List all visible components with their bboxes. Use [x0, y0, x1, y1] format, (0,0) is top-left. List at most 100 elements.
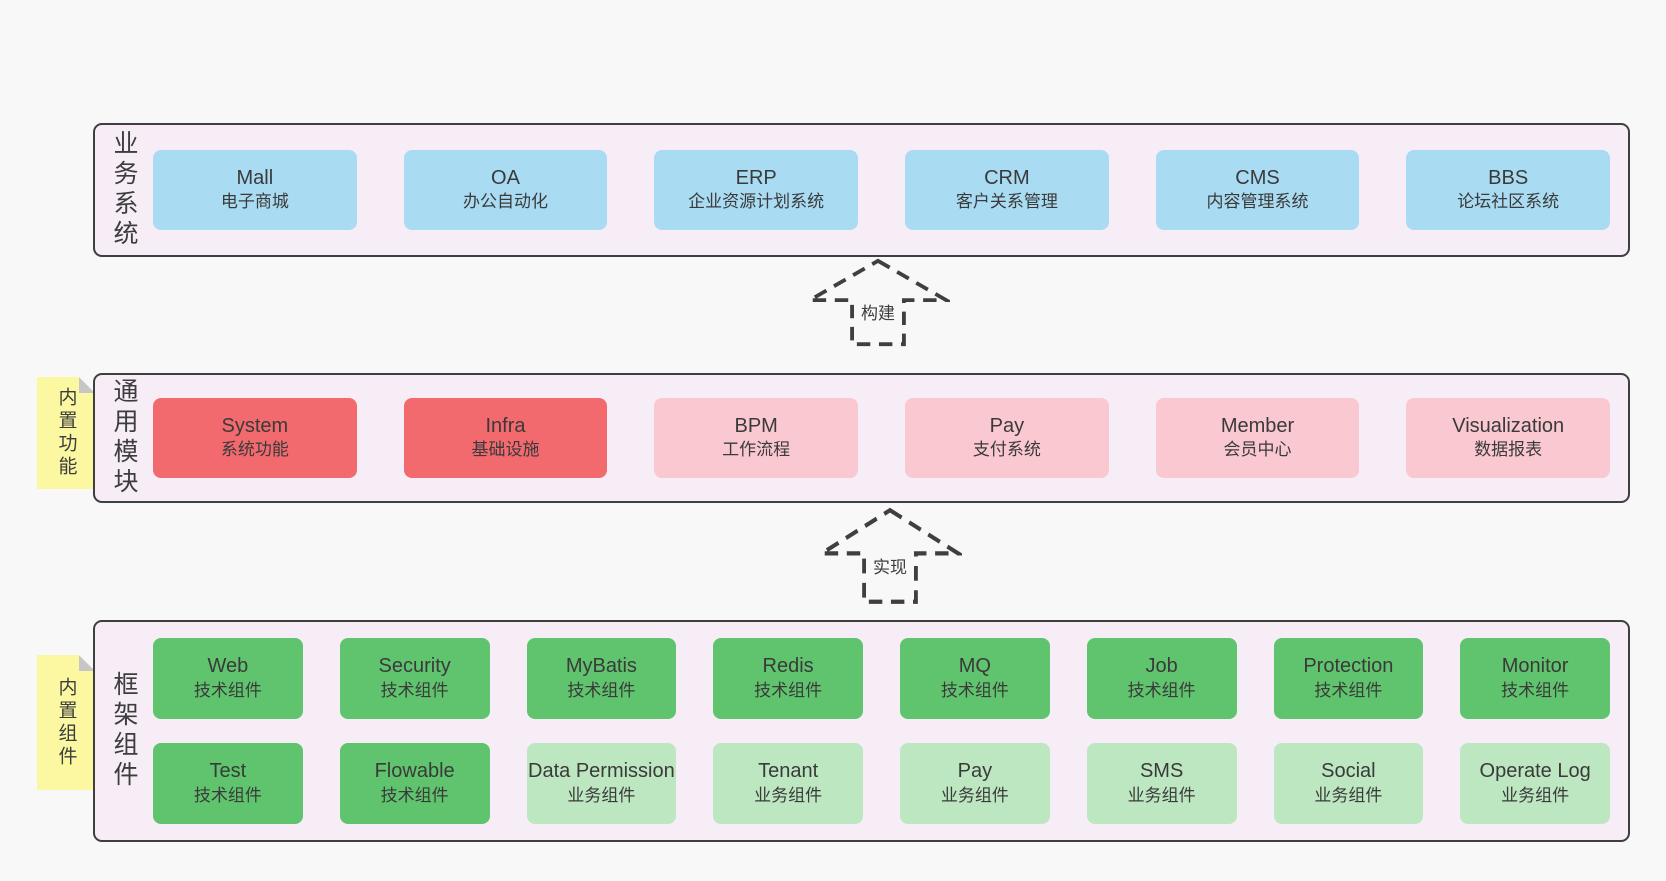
box-desc: 技术组件 — [1314, 680, 1383, 700]
box-desc: 论坛社区系统 — [1457, 192, 1560, 212]
box-mq: MQ 技术组件 — [900, 638, 1050, 719]
band-common-modules: 通用模块 System 系统功能 Infra 基础设施 BPM 工作流程 Pay… — [93, 373, 1630, 503]
box-desc: 客户关系管理 — [955, 192, 1058, 212]
box-sms: SMS 业务组件 — [1086, 743, 1237, 824]
box-pay-system: Pay 支付系统 — [905, 398, 1109, 478]
box-desc: 技术组件 — [193, 680, 262, 700]
box-name: MyBatis — [565, 655, 637, 678]
box-pay-component: Pay 业务组件 — [900, 743, 1050, 824]
box-desc: 企业资源计划系统 — [688, 192, 825, 212]
box-system: System 系统功能 — [153, 398, 357, 478]
box-monitor: Monitor 技术组件 — [1460, 638, 1610, 719]
box-name: Pay — [989, 414, 1025, 437]
arrow-label: 实现 — [870, 551, 910, 579]
box-desc: 内容管理系统 — [1206, 192, 1309, 212]
box-desc: 电子商城 — [220, 192, 289, 212]
box-mybatis: MyBatis 技术组件 — [526, 638, 677, 719]
box-infra: Infra 基础设施 — [403, 398, 608, 478]
box-name: Member — [1220, 414, 1295, 437]
band-box-grid: Web 技术组件 Security 技术组件 MyBatis 技术组件 Redi… — [153, 622, 1628, 840]
box-desc: 系统功能 — [220, 440, 289, 460]
band-label: 业务系统 — [110, 130, 138, 250]
box-desc: 技术组件 — [380, 680, 449, 700]
box-name: MQ — [958, 655, 991, 678]
box-desc: 技术组件 — [380, 785, 449, 805]
box-desc: 业务组件 — [567, 785, 636, 805]
box-name: ERP — [735, 166, 777, 189]
box-desc: 技术组件 — [1127, 680, 1196, 700]
box-name: Job — [1145, 655, 1178, 678]
dashed-up-arrow-icon — [806, 258, 950, 347]
box-job: Job 技术组件 — [1086, 638, 1237, 719]
component-row-1: Web 技术组件 Security 技术组件 MyBatis 技术组件 Redi… — [153, 638, 1610, 719]
box-bpm: BPM 工作流程 — [654, 398, 859, 478]
box-name: Monitor — [1501, 655, 1569, 678]
box-desc: 业务组件 — [1127, 785, 1196, 805]
box-bbs: BBS 论坛社区系统 — [1406, 150, 1611, 230]
box-name: CMS — [1235, 166, 1280, 189]
box-social: Social 业务组件 — [1273, 743, 1424, 824]
band-box-row: Mall 电子商城 OA 办公自动化 ERP 企业资源计划系统 CRM 客户关系… — [153, 125, 1628, 255]
box-member: Member 会员中心 — [1155, 398, 1360, 478]
box-name: Social — [1321, 760, 1376, 783]
arrow-implement: 实现 — [818, 506, 962, 606]
box-name: Test — [209, 760, 247, 783]
box-name: Visualization — [1452, 414, 1565, 437]
box-name: Operate Log — [1479, 760, 1591, 783]
box-desc: 基础设施 — [471, 440, 540, 460]
box-name: Infra — [485, 414, 526, 437]
box-desc: 技术组件 — [754, 680, 823, 700]
box-name: Data Permission — [528, 760, 675, 783]
box-name: Tenant — [758, 760, 819, 783]
box-desc: 数据报表 — [1474, 440, 1543, 460]
box-erp: ERP 企业资源计划系统 — [654, 150, 859, 230]
box-name: Mall — [236, 166, 274, 189]
box-desc: 业务组件 — [754, 785, 823, 805]
box-name: Web — [207, 655, 249, 678]
arrow-build: 构建 — [806, 257, 950, 348]
box-mall: Mall 电子商城 — [153, 150, 357, 230]
box-protection: Protection 技术组件 — [1273, 638, 1424, 719]
box-desc: 技术组件 — [567, 680, 636, 700]
box-desc: 支付系统 — [972, 440, 1041, 460]
box-web: Web 技术组件 — [153, 638, 303, 719]
box-desc: 业务组件 — [1314, 785, 1383, 805]
sticky-note-label: 内置功能 — [55, 387, 77, 479]
box-crm: CRM 客户关系管理 — [905, 150, 1109, 230]
box-desc: 技术组件 — [1501, 680, 1570, 700]
box-name: BPM — [734, 414, 778, 437]
band-label: 框架组件 — [110, 671, 138, 791]
arrow-label: 构建 — [858, 298, 898, 326]
box-oa: OA 办公自动化 — [403, 150, 608, 230]
box-security: Security 技术组件 — [339, 638, 490, 719]
box-name: Redis — [762, 655, 814, 678]
box-desc: 业务组件 — [940, 785, 1009, 805]
sticky-note-builtin-features: 内置功能 — [37, 377, 95, 489]
dashed-up-arrow-icon — [818, 507, 962, 604]
box-name: Protection — [1303, 655, 1394, 678]
sticky-note-label: 内置组件 — [55, 676, 77, 769]
box-name: System — [221, 414, 289, 437]
box-cms: CMS 内容管理系统 — [1155, 150, 1360, 230]
box-desc: 技术组件 — [193, 785, 262, 805]
box-desc: 业务组件 — [1501, 785, 1570, 805]
box-desc: 办公自动化 — [463, 192, 548, 212]
box-name: SMS — [1139, 760, 1184, 783]
box-flowable: Flowable 技术组件 — [339, 743, 490, 824]
box-desc: 工作流程 — [722, 440, 791, 460]
box-name: Pay — [957, 760, 993, 783]
box-name: BBS — [1488, 166, 1529, 189]
box-name: Security — [378, 655, 451, 678]
box-desc: 会员中心 — [1223, 440, 1292, 460]
box-name: OA — [491, 166, 520, 189]
box-name: CRM — [984, 166, 1030, 189]
box-redis: Redis 技术组件 — [713, 638, 863, 719]
box-desc: 技术组件 — [940, 680, 1009, 700]
band-framework-components: 框架组件 Web 技术组件 Security 技术组件 MyBatis 技术组件… — [93, 620, 1630, 842]
band-business-systems: 业务系统 Mall 电子商城 OA 办公自动化 ERP 企业资源计划系统 CRM… — [93, 123, 1630, 257]
box-operate-log: Operate Log 业务组件 — [1460, 743, 1610, 824]
box-name: Flowable — [374, 760, 455, 783]
band-box-row: System 系统功能 Infra 基础设施 BPM 工作流程 Pay 支付系统… — [153, 375, 1628, 501]
band-label: 通用模块 — [110, 378, 138, 498]
